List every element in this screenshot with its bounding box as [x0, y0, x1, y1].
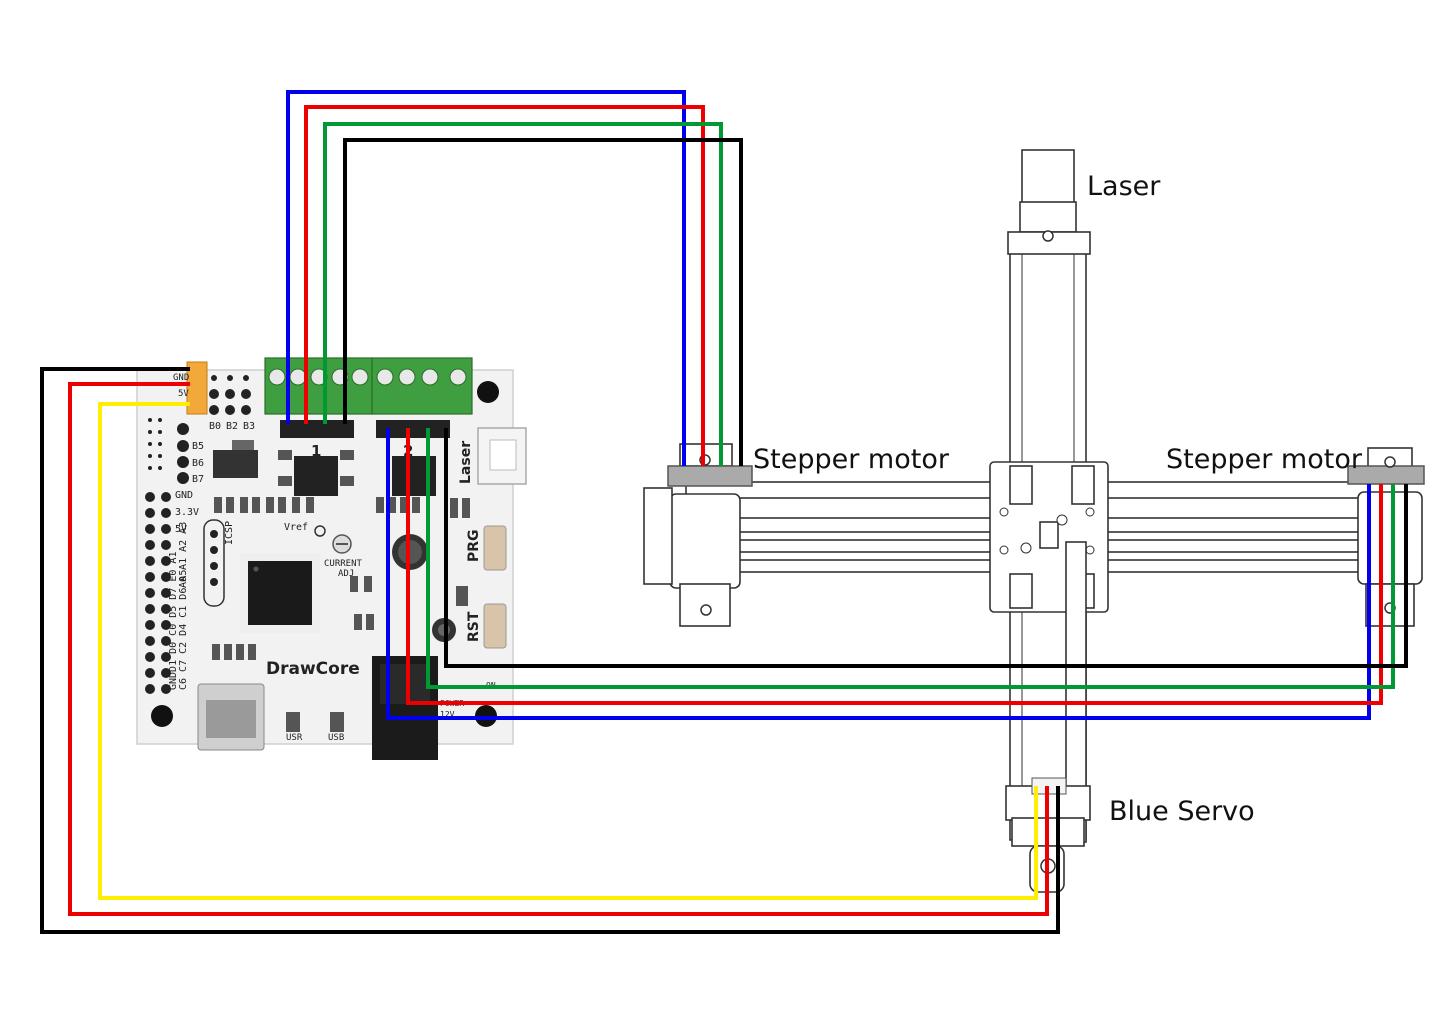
voltage-regulator — [213, 440, 258, 478]
label-current: CURRENT — [324, 559, 363, 569]
label-prg: PRG — [466, 529, 482, 562]
wire-black-servo — [40, 367, 1060, 934]
label-stepper-left: Stepper motor — [753, 444, 950, 475]
stepper-header-2 — [376, 420, 450, 438]
wire-green-stepper1 — [323, 122, 723, 466]
left-pin-columns — [145, 492, 171, 694]
label-left-col2: GNDD1 D0 C0 D5 D7 E0 A1 — [168, 552, 179, 690]
servo-header: GND 5V — [173, 361, 208, 415]
wire-black-stepper2 — [444, 428, 1408, 668]
terminal-block-1 — [264, 357, 373, 415]
label-3v3: 3.3V — [175, 507, 199, 518]
plotter-frame — [643, 149, 1425, 893]
wire-blue-stepper2 — [386, 428, 1371, 720]
label-connector-1: 1 — [311, 442, 321, 460]
stepper-left-bracket — [667, 465, 753, 487]
label-vref: Vref — [284, 522, 308, 533]
current-adjust-pot — [314, 525, 352, 554]
label-laser: Laser — [1087, 171, 1161, 202]
wire-black-stepper1 — [343, 138, 743, 466]
smd-components — [212, 450, 470, 732]
drawcore-board: GND 5V B0 — [136, 357, 527, 760]
label-icsp: ICSP — [224, 521, 235, 545]
wires — [40, 90, 1408, 934]
label-b3: B3 — [243, 421, 255, 432]
label-gnd: GND — [175, 490, 193, 501]
rst-button: RST — [466, 603, 507, 649]
label-rst: RST — [466, 611, 482, 642]
label-left-col1: C6 C7 C2 D4 C1 D6 A5 — [178, 570, 189, 690]
label-adj: ADJ — [338, 569, 354, 579]
hdr-gnd: GND — [173, 373, 189, 383]
wire-blue-stepper1 — [286, 90, 686, 466]
label-b2: B2 — [226, 421, 238, 432]
perf-grid — [148, 375, 251, 484]
stepper-motor-left — [643, 443, 753, 627]
driver-chip-1 — [294, 456, 338, 496]
center-carriage — [989, 461, 1109, 843]
wire-red-servo — [68, 382, 1049, 916]
label-5v: 5V — [175, 524, 187, 535]
microcontroller — [240, 553, 320, 633]
icsp-header: ICSP — [203, 519, 235, 607]
label-a-pins: A0 A1 A2 A3 — [178, 522, 189, 588]
label-b0: B0 — [209, 421, 221, 432]
label-usb: USB — [328, 733, 344, 743]
label-blue-servo: Blue Servo — [1109, 796, 1255, 827]
label-laser-port: Laser — [458, 441, 474, 484]
mounting-holes — [151, 381, 499, 727]
wire-yellow-servo — [98, 402, 1038, 900]
board-name: DrawCore — [266, 659, 360, 679]
stepper-header-1 — [280, 420, 354, 438]
label-b5: B5 — [192, 441, 204, 452]
laser-module — [1007, 149, 1091, 255]
hdr-5v: 5V — [178, 389, 189, 399]
label-b6: B6 — [192, 458, 204, 469]
label-b7: B7 — [192, 474, 204, 485]
terminal-block-2 — [371, 357, 473, 415]
laser-connector: Laser — [458, 427, 527, 485]
wire-red-stepper1 — [304, 105, 705, 466]
wire-red-stepper2 — [406, 428, 1383, 705]
label-12v: 12V — [440, 710, 455, 719]
label-stepper-right: Stepper motor — [1166, 444, 1363, 475]
usb-jack — [197, 683, 265, 751]
label-usr: USR — [286, 733, 303, 743]
wire-green-stepper2 — [426, 428, 1395, 689]
prg-button: PRG — [466, 525, 507, 571]
